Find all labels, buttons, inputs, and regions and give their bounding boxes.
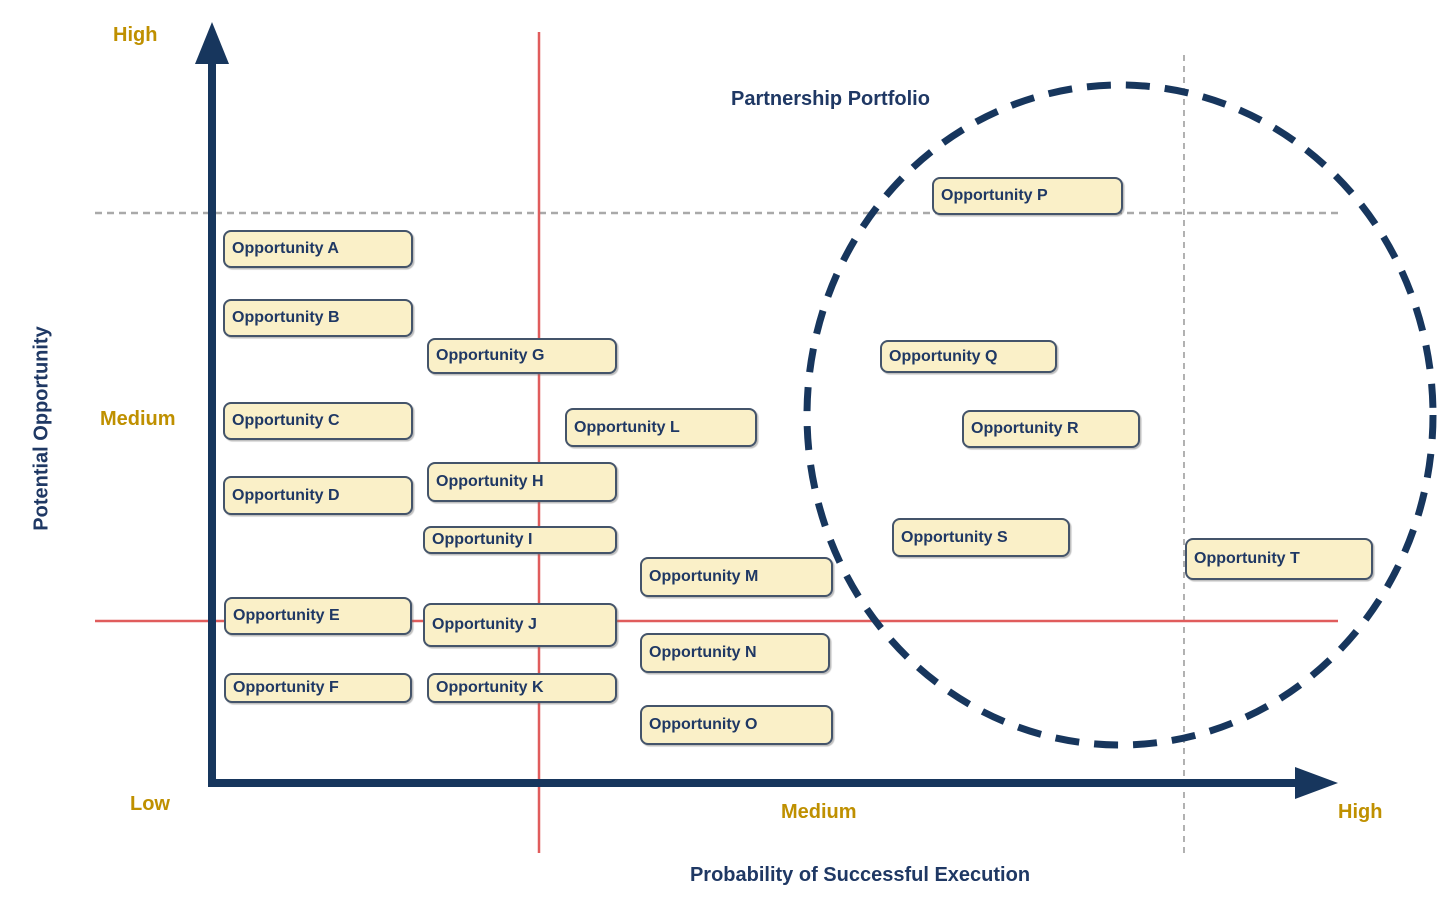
opportunity-label: Opportunity O: [649, 716, 758, 733]
opportunity-label: Opportunity R: [971, 420, 1079, 437]
opportunity-box-l: Opportunity L: [565, 408, 757, 447]
opportunity-label: Opportunity I: [432, 531, 533, 548]
opportunity-label: Opportunity S: [901, 528, 1008, 546]
opportunity-label: Opportunity H: [436, 473, 544, 490]
opportunity-box-a: Opportunity A: [223, 230, 413, 268]
opportunity-box-c: Opportunity C: [223, 402, 413, 440]
opportunity-box-r: Opportunity R: [962, 410, 1140, 448]
opportunity-label: Opportunity A: [232, 240, 339, 257]
y-axis-tick-high: High: [113, 24, 158, 46]
opportunity-box-e: Opportunity E: [224, 597, 412, 635]
opportunity-label: Opportunity T: [1194, 550, 1300, 567]
y-axis-arrowhead-icon: [195, 22, 229, 64]
opportunity-box-b: Opportunity B: [223, 299, 413, 337]
y-axis-title: Potential Opportunity: [30, 326, 53, 531]
y-axis-tick-low: Low: [130, 793, 170, 815]
opportunity-box-o: Opportunity O: [640, 705, 833, 745]
opportunity-label: Opportunity F: [233, 679, 339, 696]
opportunity-box-s: Opportunity S: [892, 518, 1070, 557]
opportunity-label: Opportunity D: [232, 486, 340, 504]
y-axis-tick-medium: Medium: [100, 408, 176, 430]
opportunity-label: Opportunity G: [436, 347, 545, 364]
opportunity-label: Opportunity E: [233, 607, 340, 624]
opportunity-box-t: Opportunity T: [1185, 538, 1373, 580]
opportunity-box-j: Opportunity J: [423, 603, 617, 647]
opportunity-label: Opportunity B: [232, 309, 340, 326]
opportunity-box-p: Opportunity P: [932, 177, 1123, 215]
partnership-portfolio-circle: [803, 81, 1437, 749]
opportunity-label: Opportunity J: [432, 616, 537, 633]
opportunity-label: Opportunity M: [649, 568, 759, 585]
opportunity-label: Opportunity P: [941, 187, 1048, 204]
opportunity-box-k: Opportunity K: [427, 673, 617, 703]
partnership-portfolio-title: Partnership Portfolio: [731, 88, 930, 110]
opportunity-box-m: Opportunity M: [640, 557, 833, 597]
opportunity-box-n: Opportunity N: [640, 633, 830, 673]
opportunity-label: Opportunity Q: [889, 347, 998, 365]
opportunity-box-h: Opportunity H: [427, 462, 617, 502]
opportunity-box-i: Opportunity I: [423, 526, 617, 554]
opportunity-label: Opportunity L: [574, 418, 680, 436]
x-axis-tick-medium: Medium: [781, 801, 857, 823]
x-axis-tick-high: High: [1338, 801, 1383, 823]
opportunity-label: Opportunity K: [436, 679, 544, 696]
opportunity-box-f: Opportunity F: [224, 673, 412, 703]
opportunity-box-q: Opportunity Q: [880, 340, 1057, 373]
opportunity-box-g: Opportunity G: [427, 338, 617, 374]
opportunity-label: Opportunity N: [649, 644, 757, 661]
opportunity-label: Opportunity C: [232, 412, 340, 429]
x-axis-title: Probability of Successful Execution: [689, 864, 1031, 886]
x-axis-arrowhead-icon: [1295, 767, 1338, 799]
opportunity-box-d: Opportunity D: [223, 476, 413, 515]
